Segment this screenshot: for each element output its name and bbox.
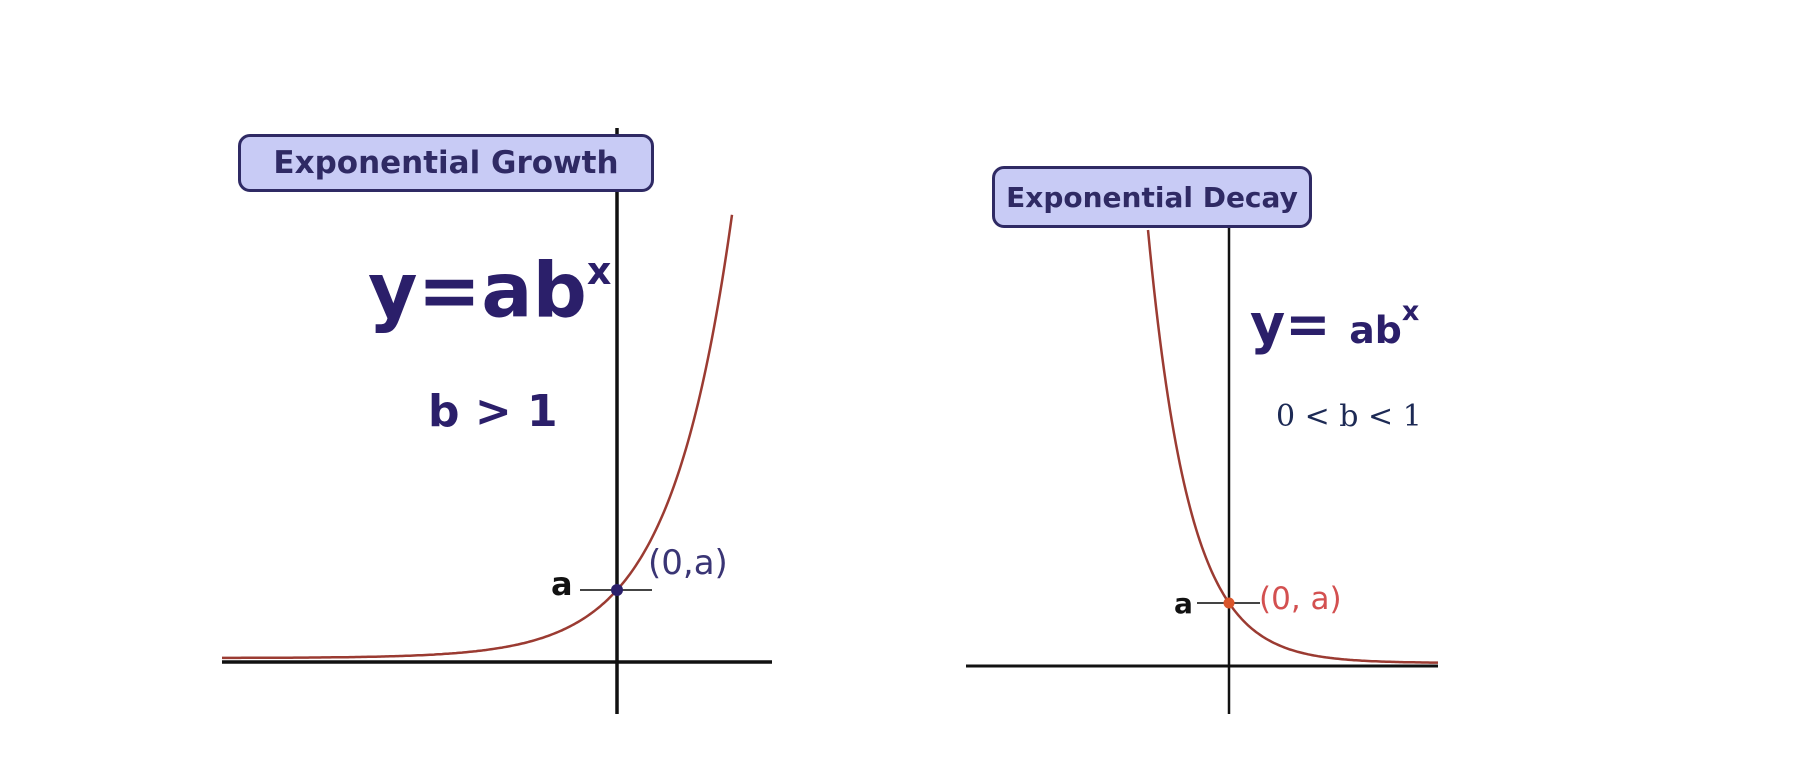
growth-equation-exponent: x <box>586 249 612 293</box>
growth-equation: y=abx <box>368 252 611 328</box>
growth-point-label: (0,a) <box>648 543 728 583</box>
decay-title-text: Exponential Decay <box>1006 180 1298 214</box>
growth-title-text: Exponential Growth <box>273 145 619 181</box>
decay-equation: y= abx <box>1250 298 1419 352</box>
decay-equation-base: y= <box>1250 293 1350 356</box>
growth-condition: b > 1 <box>428 386 558 437</box>
growth-equation-base: y=ab <box>368 245 587 335</box>
growth-curve <box>222 214 734 660</box>
decay-intercept-point <box>1223 597 1235 609</box>
growth-intercept-label: a <box>551 565 573 603</box>
decay-title-badge: Exponential Decay <box>992 166 1312 228</box>
decay-equation-exponent: x <box>1401 296 1420 328</box>
decay-intercept-label: a <box>1174 587 1193 620</box>
decay-point-label: (0, a) <box>1259 581 1342 617</box>
decay-equation-ab: ab <box>1349 308 1402 352</box>
decay-condition: 0 < b < 1 <box>1276 399 1422 434</box>
decay-curve <box>1146 229 1438 664</box>
growth-title-badge: Exponential Growth <box>238 134 654 192</box>
growth-intercept-point <box>611 584 623 596</box>
